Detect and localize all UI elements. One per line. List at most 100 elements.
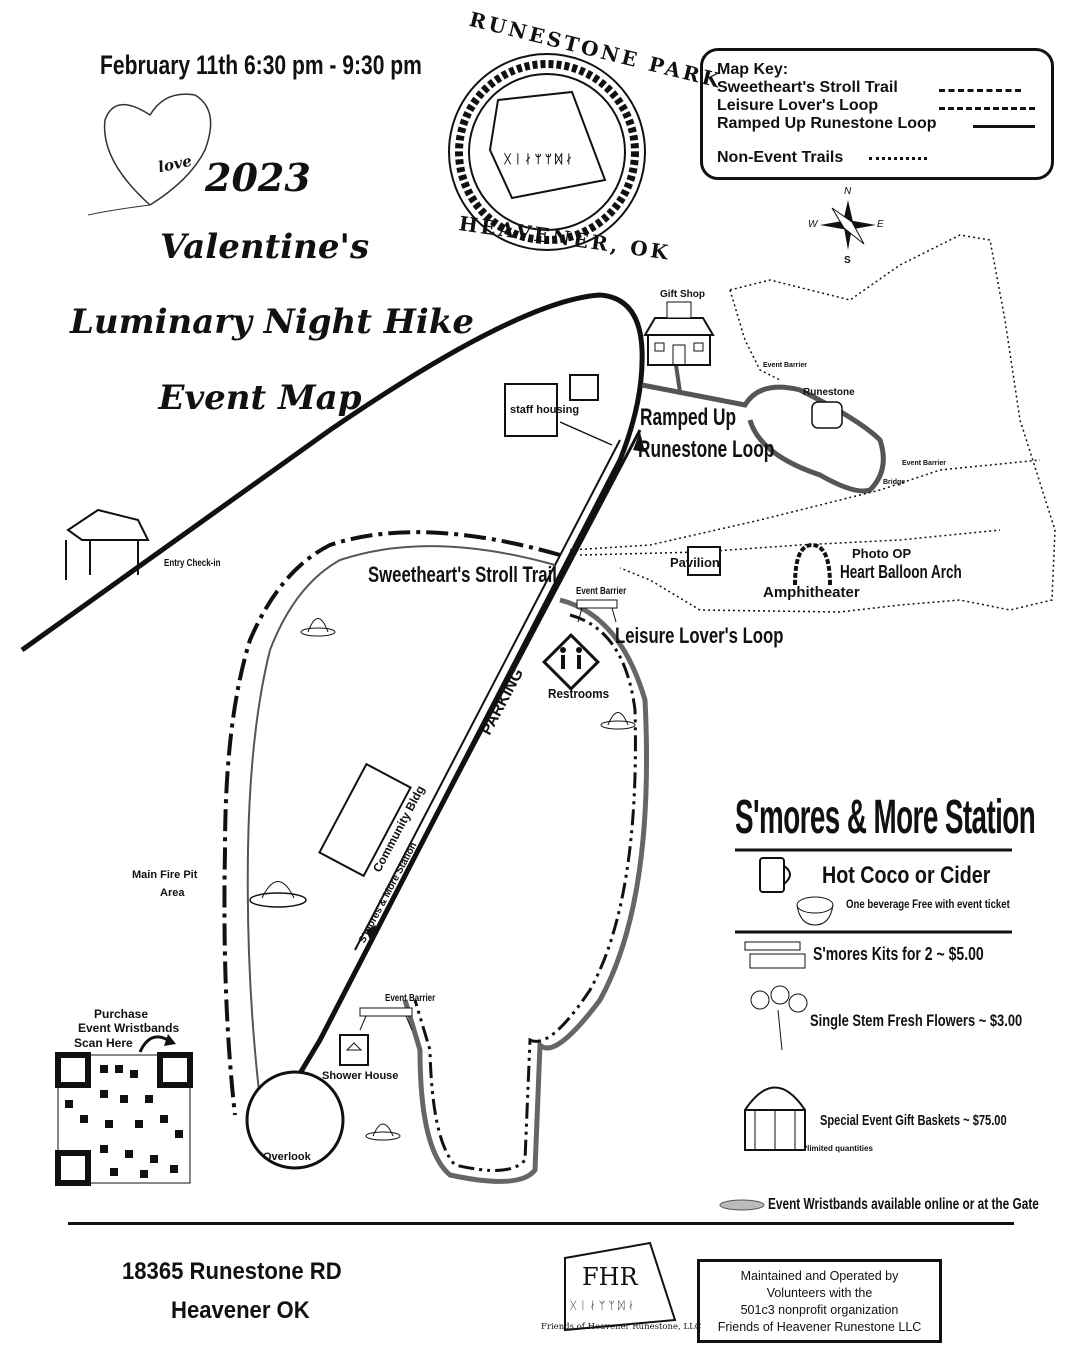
bridge-label: Bridge bbox=[883, 479, 906, 486]
parking-arrow-down bbox=[366, 925, 376, 945]
fire-pit-icon-2 bbox=[600, 712, 636, 730]
fhr-logo-stone bbox=[564, 1241, 677, 1332]
non-event-trail-inner bbox=[569, 459, 1041, 551]
maintained-line2: Volunteers with the bbox=[766, 1286, 873, 1300]
sweethearts-stroll-trail bbox=[222, 530, 561, 1116]
staff-housing-building-2 bbox=[569, 374, 599, 401]
key-sample-solid bbox=[973, 125, 1035, 128]
wristband-icon bbox=[719, 1199, 765, 1211]
map-key-item-sweethearts: Sweetheart's Stroll Trail bbox=[717, 79, 898, 96]
event-title-line3: Event Map bbox=[158, 378, 362, 418]
key-sample-dash-dot bbox=[939, 89, 1021, 92]
sweethearts-stroll-trail-inner bbox=[246, 545, 556, 1101]
event-title-line2: Luminary Night Hike bbox=[70, 302, 475, 342]
flowers-icon bbox=[750, 985, 808, 1051]
parking-road-edge bbox=[338, 429, 642, 1001]
photo-op-label-2: Heart Balloon Arch bbox=[840, 562, 962, 582]
restrooms-icon bbox=[542, 633, 600, 691]
event-title-line1: Valentine's bbox=[160, 227, 370, 267]
main-fire-pit-icon bbox=[249, 881, 307, 908]
staff-housing-building bbox=[504, 383, 558, 437]
address-line1: 18365 Runestone RD bbox=[122, 1258, 342, 1285]
footer-divider bbox=[68, 1222, 1014, 1225]
compass-n: N bbox=[844, 186, 852, 197]
runestone-marker bbox=[811, 401, 843, 429]
pavilion-label: Pavilion bbox=[670, 555, 720, 570]
non-event-trail-upper bbox=[729, 289, 781, 381]
event-barrier-label-mid: Event Barrier bbox=[576, 586, 627, 597]
ramped-up-label-2: Runestone Loop bbox=[638, 436, 775, 463]
compass-rose bbox=[820, 200, 876, 250]
wristbands-note: Event Wristbands available online or at … bbox=[768, 1196, 1039, 1213]
fhr-name: Friends of Heavener Runestone, LLC bbox=[541, 1322, 702, 1332]
entry-checkin-label: Entry Check-in bbox=[164, 558, 221, 569]
main-road bbox=[20, 292, 645, 1092]
maintained-line4: Friends of Heavener Runestone LLC bbox=[717, 1320, 922, 1334]
parking-road-edge-inner bbox=[354, 439, 621, 951]
leisure-lovers-loop-dash bbox=[413, 613, 637, 1172]
pavilion-building bbox=[687, 546, 721, 576]
compass-w: W bbox=[808, 219, 818, 230]
smores-icon bbox=[744, 941, 806, 969]
event-year: 2023 bbox=[205, 155, 311, 200]
qr-code[interactable] bbox=[55, 1052, 193, 1186]
map-key-title: Map Key: bbox=[717, 61, 789, 78]
gift-shop-label: Gift Shop bbox=[660, 289, 705, 300]
gift-shop-path bbox=[674, 364, 682, 393]
ramped-up-label-1: Ramped Up bbox=[640, 404, 737, 431]
community-building bbox=[318, 762, 412, 878]
map-key-item-nonevent: Non-Event Trails bbox=[717, 149, 844, 166]
gift-basket-icon bbox=[744, 1086, 806, 1151]
event-barrier-label-lower: Event Barrier bbox=[385, 993, 436, 1004]
heart-doodle bbox=[103, 93, 212, 206]
heart-balloon-arch-icon bbox=[793, 542, 832, 586]
restrooms-label: Restrooms bbox=[548, 686, 610, 701]
address-line2: Heavener OK bbox=[171, 1297, 310, 1324]
fire-pit-icon bbox=[300, 618, 336, 637]
main-fire-pit-label-2: Area bbox=[160, 887, 185, 899]
main-fire-pit-label-1: Main Fire Pit bbox=[132, 869, 198, 881]
cider-cup-icon bbox=[796, 896, 834, 926]
smores-kits-label: S'mores Kits for 2 ~ $5.00 bbox=[813, 944, 984, 964]
event-barrier-icon bbox=[576, 599, 618, 623]
scan-here-label: Scan Here bbox=[74, 1036, 133, 1050]
beverage-note: One beverage Free with event ticket bbox=[846, 897, 1010, 911]
map-key-item-ramped: Ramped Up Runestone Loop bbox=[717, 115, 937, 132]
staff-housing-label: staff housing bbox=[510, 404, 580, 416]
event-barrier-label-bridge: Event Barrier bbox=[902, 460, 946, 467]
hot-coco-label: Hot Coco or Cider bbox=[822, 862, 991, 889]
key-sample-dash-dot-dot bbox=[939, 107, 1035, 110]
fhr-initials: FHR bbox=[582, 1263, 638, 1291]
event-date-time: February 11th 6:30 pm - 9:30 pm bbox=[100, 50, 422, 80]
runestone-label: Runestone bbox=[803, 387, 855, 398]
compass-e: E bbox=[877, 219, 884, 230]
map-key-item-leisure: Leisure Lover's Loop bbox=[717, 97, 879, 114]
sweethearts-stroll-label: Sweetheart's Stroll Trail bbox=[368, 562, 557, 587]
station-title: S'mores & More Station bbox=[735, 791, 1036, 844]
shower-house-label: Shower House bbox=[322, 1070, 399, 1082]
curved-arrow-icon bbox=[138, 1035, 169, 1053]
maintained-line1: Maintained and Operated by bbox=[740, 1269, 899, 1283]
gift-baskets-label: Special Event Gift Baskets ~ $75.00 bbox=[820, 1112, 1007, 1129]
overlook-label: Overlook bbox=[263, 1151, 311, 1163]
non-event-trail-outer bbox=[619, 234, 1056, 613]
purchase-label-2: Event Wristbands bbox=[78, 1021, 180, 1035]
amphitheater-label: Amphitheater bbox=[763, 584, 860, 601]
event-barrier-icon-lower bbox=[359, 1007, 413, 1031]
maintained-line3: 501c3 nonprofit organization bbox=[740, 1303, 899, 1317]
non-event-trail-lower bbox=[579, 529, 1001, 556]
fire-pit-icon-3 bbox=[365, 1123, 401, 1141]
leisure-lovers-loop bbox=[402, 597, 650, 1184]
photo-op-label-1: Photo OP bbox=[852, 546, 912, 561]
entry-tent-icon bbox=[65, 508, 150, 580]
gift-shop-icon bbox=[643, 301, 715, 366]
runestone-park-logo bbox=[448, 53, 646, 251]
event-barrier-label-top: Event Barrier bbox=[763, 362, 807, 369]
mug-icon bbox=[759, 857, 791, 893]
logo-runes: ᚷᛁᛅᛘᛘᛞᛅ bbox=[504, 152, 576, 166]
key-sample-dotted bbox=[869, 157, 927, 160]
parking-arrow-up bbox=[633, 432, 645, 452]
limited-note: *limited quantities bbox=[804, 1144, 873, 1153]
purchase-label-1: Purchase bbox=[94, 1007, 149, 1021]
